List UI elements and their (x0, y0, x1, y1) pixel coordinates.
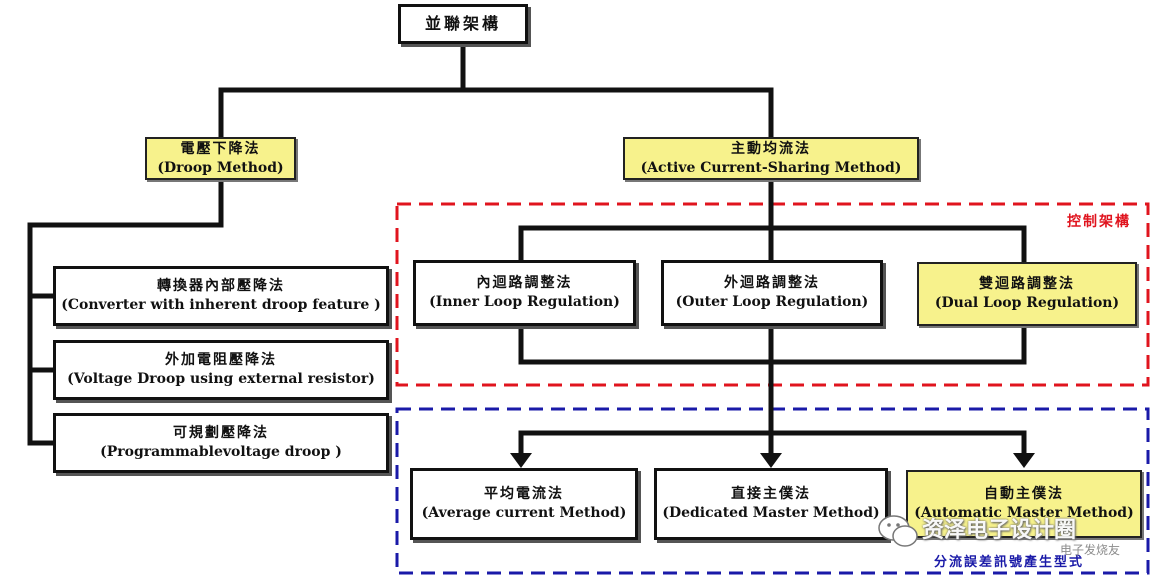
error-item-zh: 平均電流法 (484, 486, 564, 503)
droop-method-zh: 電壓下降法 (180, 140, 261, 157)
droop-item-zh: 外加電阻壓降法 (165, 352, 277, 369)
root-label: 並聯架構 (424, 14, 501, 34)
control-item-zh: 內迴路調整法 (476, 275, 573, 292)
droop-item-inherent: 轉換器內部壓降法 (Converter with inherent droop … (53, 266, 389, 326)
watermark-text: 资泽电子设计圈 (922, 518, 1077, 543)
control-region-label: 控制架構 (1063, 211, 1135, 231)
error-item-zh: 自動主僕法 (984, 486, 1064, 503)
droop-method-node: 電壓下降法 (Droop Method) (145, 137, 296, 180)
droop-item-external-resistor: 外加電阻壓降法 (Voltage Droop using external re… (53, 340, 389, 400)
droop-item-en: (Voltage Droop using external resistor) (67, 371, 375, 387)
error-item-automatic-master: 自動主僕法 (Automatic Master Method) (906, 470, 1142, 538)
error-item-en: (Automatic Master Method) (914, 505, 1134, 521)
active-method-zh: 主動均流法 (731, 140, 811, 157)
error-item-en: (Average current Method) (421, 505, 627, 521)
error-item-zh: 直接主僕法 (731, 486, 811, 503)
droop-item-en: (Programmablevoltage droop ) (100, 444, 342, 460)
control-item-outer-loop: 外迴路調整法 (Outer Loop Regulation) (661, 260, 883, 326)
control-item-dual-loop: 雙迴路調整法 (Dual Loop Regulation) (917, 262, 1137, 326)
control-item-en: (Inner Loop Regulation) (429, 294, 620, 310)
control-item-en: (Dual Loop Regulation) (934, 295, 1120, 311)
wechat-icon (878, 515, 918, 547)
error-item-average-current: 平均電流法 (Average current Method) (410, 468, 638, 540)
root-node: 並聯架構 (398, 4, 528, 44)
error-item-en: (Dedicated Master Method) (662, 505, 880, 521)
droop-method-en: (Droop Method) (157, 159, 284, 176)
control-item-zh: 雙迴路調整法 (979, 276, 1075, 293)
active-method-en: (Active Current-Sharing Method) (640, 159, 902, 176)
droop-item-zh: 轉換器內部壓降法 (157, 278, 285, 295)
active-method-node: 主動均流法 (Active Current-Sharing Method) (623, 137, 919, 180)
control-item-inner-loop: 內迴路調整法 (Inner Loop Regulation) (413, 260, 636, 326)
droop-item-en: (Converter with inherent droop feature ) (61, 297, 381, 313)
error-region-label: 分流誤差訊號產生型式 (930, 551, 1089, 570)
droop-item-programmable: 可規劃壓降法 (Programmablevoltage droop ) (53, 413, 389, 473)
watermark-subtext: 电子发烧友 (1060, 543, 1121, 557)
control-item-zh: 外迴路調整法 (724, 275, 820, 292)
droop-item-zh: 可規劃壓降法 (173, 425, 269, 442)
control-item-en: (Outer Loop Regulation) (675, 294, 869, 310)
error-item-dedicated-master: 直接主僕法 (Dedicated Master Method) (654, 468, 888, 540)
